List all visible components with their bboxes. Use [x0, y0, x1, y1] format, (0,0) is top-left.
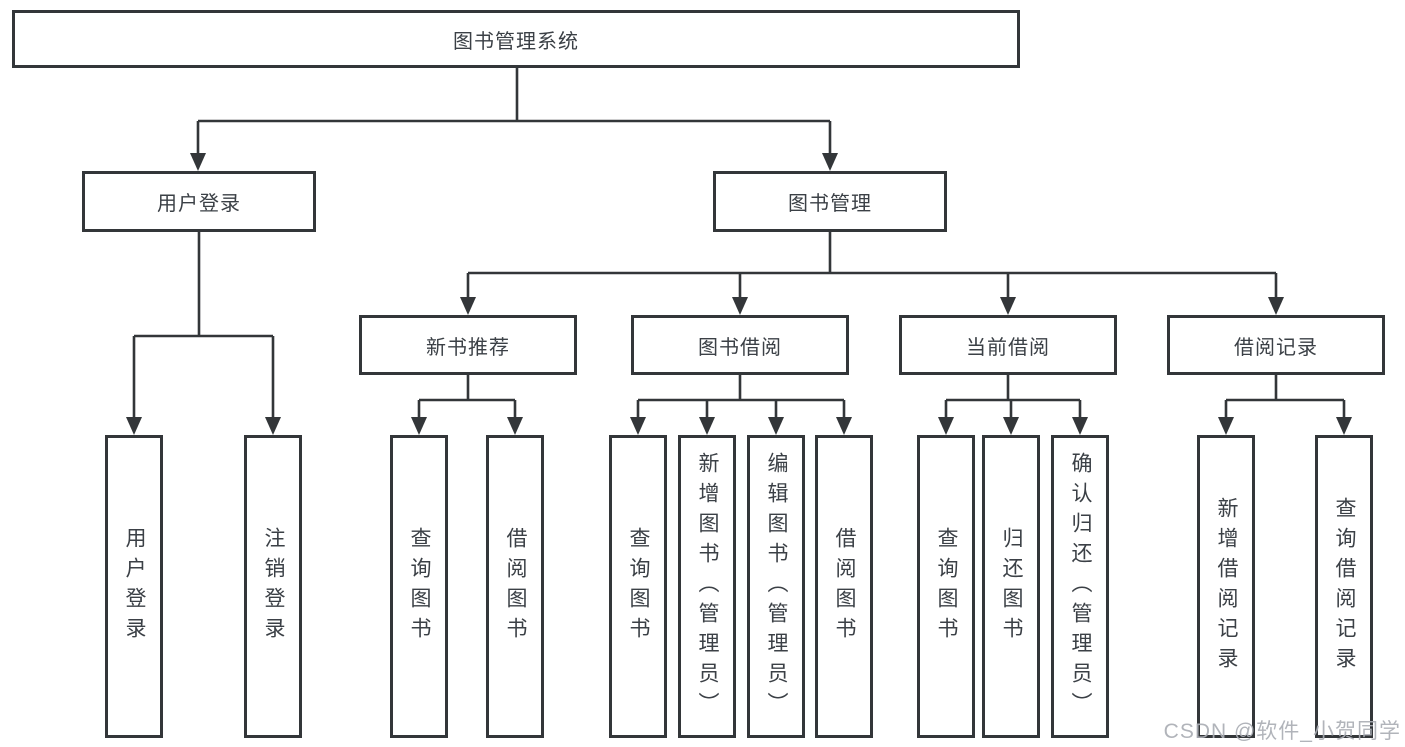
arrowheads-current-borrow-leaves	[938, 417, 1088, 435]
node-root: 图书管理系统	[12, 10, 1020, 68]
connector-new-book-to-leaves	[417, 375, 517, 418]
node-edit-books-admin: 编辑图书（管理员）	[747, 435, 805, 738]
node-query-books-recommend: 查询图书	[390, 435, 448, 738]
connector-book-borrow-to-leaves	[636, 375, 846, 418]
arrowheads-new-book-leaves	[411, 417, 523, 435]
node-borrow-books-recommend-label: 借阅图书	[504, 526, 527, 647]
connector-root-to-level2	[196, 68, 832, 154]
arrowheads-user-login-leaves	[126, 417, 281, 435]
connector-book-mgmt-to-level3	[466, 232, 1278, 298]
node-add-books-admin-label: 新增图书（管理员）	[696, 451, 719, 722]
node-logout-label: 注销登录	[262, 526, 285, 647]
node-borrowing-records: 借阅记录	[1167, 315, 1385, 375]
node-new-book-recommend-label: 新书推荐	[426, 336, 510, 359]
connector-current-borrow-to-leaves	[944, 375, 1082, 418]
node-confirm-return-admin-label: 确认归还（管理员）	[1069, 451, 1092, 722]
node-query-borrow-record-label: 查询借阅记录	[1333, 496, 1356, 677]
node-user-login-label: 用户登录	[157, 193, 241, 215]
arrowheads-book-borrow-leaves	[630, 417, 852, 435]
node-new-book-recommend: 新书推荐	[359, 315, 577, 375]
node-user-login-action-label: 用户登录	[123, 526, 146, 647]
node-borrow-books-label: 借阅图书	[833, 526, 856, 647]
node-book-management-label: 图书管理	[788, 193, 872, 215]
node-query-borrow-record: 查询借阅记录	[1315, 435, 1373, 738]
node-current-borrowing-label: 当前借阅	[966, 336, 1050, 359]
node-borrow-books: 借阅图书	[815, 435, 873, 738]
node-query-books-current: 查询图书	[917, 435, 975, 738]
node-add-borrow-record-label: 新增借阅记录	[1215, 496, 1238, 677]
node-user-login-action: 用户登录	[105, 435, 163, 738]
node-add-borrow-record: 新增借阅记录	[1197, 435, 1255, 738]
node-book-borrowing-label: 图书借阅	[698, 336, 782, 359]
arrowheads-level3	[460, 297, 1284, 315]
node-root-label: 图书管理系统	[453, 30, 579, 53]
node-return-books-label: 归还图书	[1000, 526, 1023, 647]
node-query-books-current-label: 查询图书	[935, 526, 958, 647]
node-query-books-borrowing: 查询图书	[609, 435, 667, 738]
node-current-borrowing: 当前借阅	[899, 315, 1117, 375]
csdn-watermark: CSDN @软件_小贺同学	[1163, 720, 1401, 743]
connector-user-login-to-leaves	[132, 232, 275, 418]
node-edit-books-admin-label: 编辑图书（管理员）	[765, 451, 788, 722]
node-borrowing-records-label: 借阅记录	[1234, 336, 1318, 359]
arrowheads-borrow-records-leaves	[1218, 417, 1352, 435]
node-query-books-borrowing-label: 查询图书	[627, 526, 650, 647]
node-return-books: 归还图书	[982, 435, 1040, 738]
connector-borrow-records-to-leaves	[1224, 375, 1346, 418]
node-book-management: 图书管理	[713, 171, 947, 232]
node-user-login: 用户登录	[82, 171, 316, 232]
node-confirm-return-admin: 确认归还（管理员）	[1051, 435, 1109, 738]
node-book-borrowing: 图书借阅	[631, 315, 849, 375]
node-logout: 注销登录	[244, 435, 302, 738]
node-add-books-admin: 新增图书（管理员）	[678, 435, 736, 738]
arrowheads-level2	[190, 153, 838, 171]
node-query-books-recommend-label: 查询图书	[408, 526, 431, 647]
node-borrow-books-recommend: 借阅图书	[486, 435, 544, 738]
